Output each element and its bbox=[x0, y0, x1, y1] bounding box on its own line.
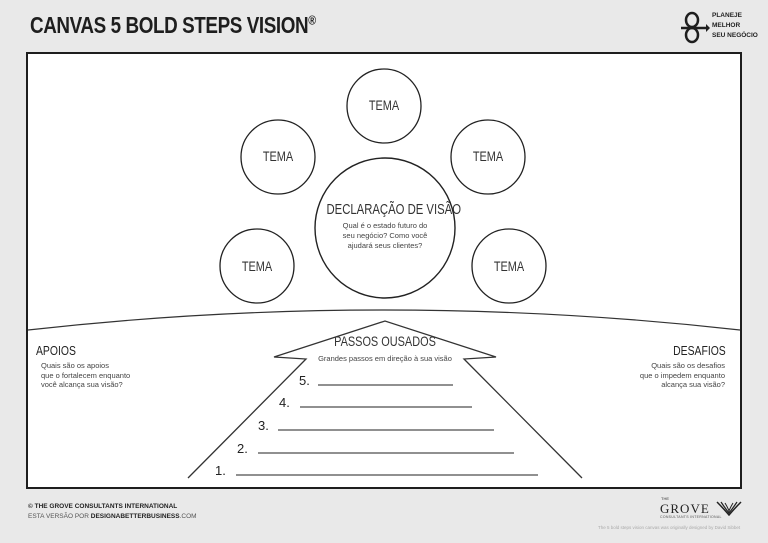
theme-label-upper-right: TEMA bbox=[472, 148, 504, 164]
fine-print: The 5 bold steps vision canvas was origi… bbox=[598, 525, 741, 530]
horizon-arc bbox=[28, 309, 740, 331]
footer-credits: © THE GROVE CONSULTANTS INTERNATIONAL ES… bbox=[28, 503, 197, 520]
vision-title: DECLARAÇÃO DE VISÃO bbox=[326, 202, 462, 218]
page-title: CANVAS 5 BOLD STEPS VISION® bbox=[30, 12, 316, 38]
desafios-text: Quais são os desafios que o impedem enqu… bbox=[639, 361, 725, 389]
leaf-icon bbox=[716, 501, 742, 516]
theme-circle-top bbox=[346, 68, 422, 144]
apoios-text: Quais são os apoios que o fortalecem enq… bbox=[41, 361, 131, 389]
canvas-drawing bbox=[28, 68, 740, 479]
steps-subtitle: Grandes passos em direção à sua visão bbox=[318, 354, 452, 363]
theme-label-lower-right: TEMA bbox=[493, 258, 525, 274]
vision-question: Qual é o estado futuro do seu negócio? C… bbox=[342, 221, 428, 250]
theme-label-top: TEMA bbox=[368, 97, 400, 113]
vision-circle bbox=[314, 157, 456, 299]
step-number-3: 3. bbox=[258, 418, 269, 433]
infinity-arrow-icon bbox=[681, 11, 710, 44]
apoios-title: APOIOS bbox=[36, 343, 76, 358]
theme-circle-lower-right bbox=[471, 228, 547, 304]
step-number-4: 4. bbox=[279, 395, 290, 410]
theme-circle-lower-left bbox=[219, 228, 295, 304]
step-number-5: 5. bbox=[299, 373, 310, 388]
brand-logo: PLANEJE MELHOR SEU NEGÓCIO bbox=[680, 10, 760, 46]
step-number-1: 1. bbox=[215, 463, 226, 478]
grove-logo: THE GROVE CONSULTANTS INTERNATIONAL bbox=[660, 496, 750, 521]
theme-circle-upper-right bbox=[450, 119, 526, 195]
theme-label-upper-left: TEMA bbox=[262, 148, 294, 164]
brand-tagline: PLANEJE MELHOR SEU NEGÓCIO bbox=[712, 12, 758, 39]
theme-label-lower-left: TEMA bbox=[241, 258, 273, 274]
steps-title: PASSOS OUSADOS bbox=[334, 333, 436, 349]
desafios-title: DESAFIOS bbox=[673, 343, 726, 358]
steps-arrow-outline bbox=[187, 320, 583, 479]
theme-circle-upper-left bbox=[240, 119, 316, 195]
canvas-frame: TEMA TEMA TEMA TEMA TEMA DECLARAÇÃO DE V… bbox=[26, 52, 742, 489]
step-number-2: 2. bbox=[237, 441, 248, 456]
registered-mark: ® bbox=[308, 12, 316, 28]
